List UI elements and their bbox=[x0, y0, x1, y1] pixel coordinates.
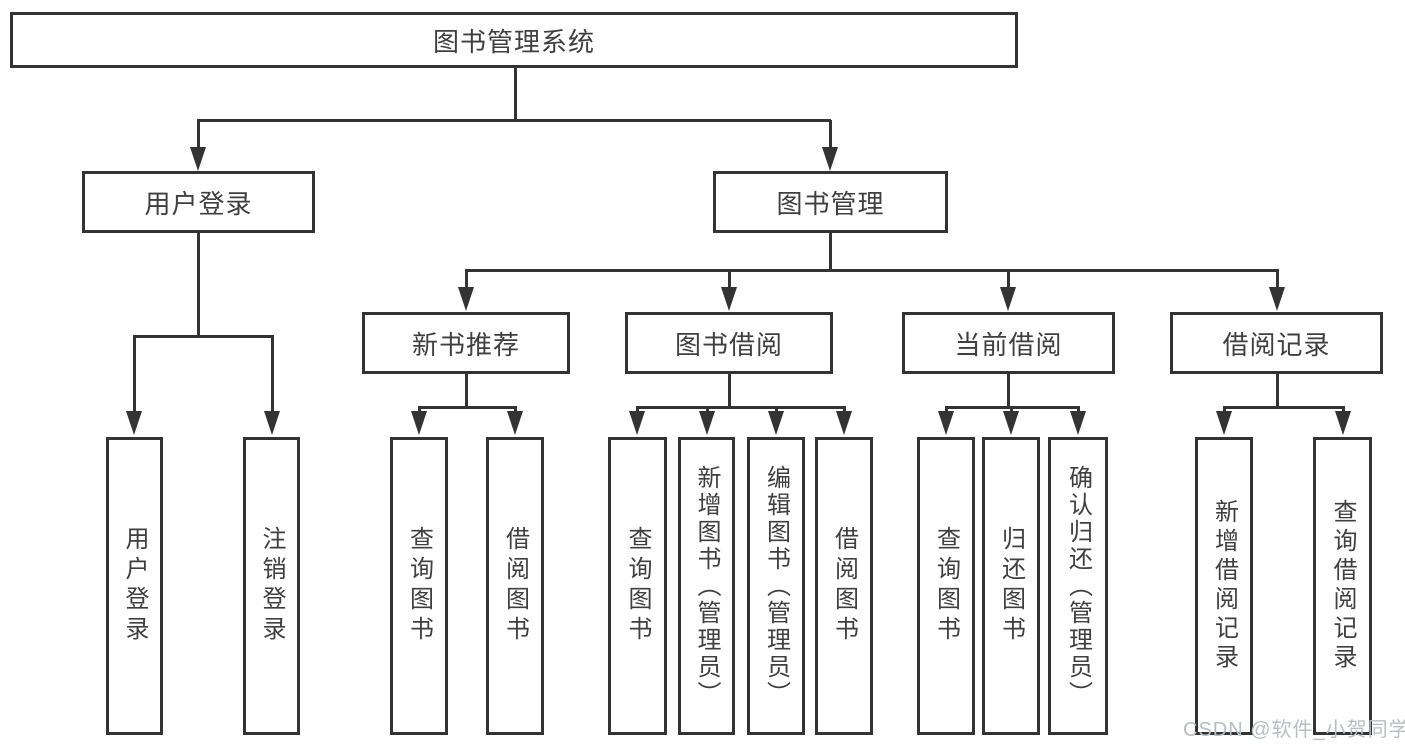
node-book-borrow: 图书借阅 bbox=[625, 312, 833, 374]
arrow-down-icon bbox=[768, 411, 784, 435]
connector-line-vertical bbox=[197, 120, 200, 150]
arrow-down-icon bbox=[507, 411, 523, 435]
leaf-borrow-add-books-admin: 新增图书（管理员） bbox=[678, 437, 735, 735]
node-book-management: 图书管理 bbox=[713, 171, 948, 233]
node-book-management-label: 图书管理 bbox=[776, 188, 885, 219]
node-new-book-recommend-label: 新书推荐 bbox=[411, 329, 520, 360]
leaf-borrow-add-books-admin-label: 新增图书（管理员） bbox=[693, 464, 720, 708]
leaf-newbook-borrow-books: 借阅图书 bbox=[486, 437, 544, 735]
leaf-records-add-record: 新增借阅记录 bbox=[1195, 437, 1253, 735]
leaf-current-return-books: 归还图书 bbox=[982, 437, 1040, 735]
arrow-down-icon bbox=[629, 411, 645, 435]
leaf-borrow-query-books: 查询图书 bbox=[608, 437, 667, 735]
node-user-login-label: 用户登录 bbox=[144, 188, 253, 219]
connector-line-vertical bbox=[775, 407, 778, 413]
node-new-book-recommend: 新书推荐 bbox=[362, 312, 570, 374]
leaf-records-add-record-label: 新增借阅记录 bbox=[1210, 499, 1238, 673]
leaf-user-login-label: 用户登录 bbox=[121, 526, 148, 646]
connector-line-vertical bbox=[728, 270, 731, 289]
connector-line-vertical bbox=[1007, 270, 1010, 289]
connector-line-vertical bbox=[829, 120, 832, 150]
connector-line-vertical bbox=[636, 407, 639, 413]
leaf-logout: 注销登录 bbox=[243, 437, 300, 735]
arrow-down-icon bbox=[264, 411, 280, 435]
leaf-newbook-borrow-books-label: 借阅图书 bbox=[501, 526, 529, 646]
arrow-down-icon bbox=[1216, 411, 1232, 435]
connector-line-vertical bbox=[1223, 407, 1226, 413]
connector-line-vertical bbox=[1276, 374, 1279, 408]
connector-line-horizontal bbox=[636, 406, 846, 409]
arrow-down-icon bbox=[938, 411, 954, 435]
arrow-down-icon bbox=[822, 147, 838, 171]
connector-line-vertical bbox=[465, 374, 468, 408]
arrow-down-icon bbox=[1070, 411, 1086, 435]
connector-line-horizontal bbox=[197, 119, 831, 122]
leaf-logout-label: 注销登录 bbox=[258, 526, 285, 646]
leaf-borrow-edit-books-admin: 编辑图书（管理员） bbox=[747, 437, 805, 735]
connector-line-vertical bbox=[1276, 270, 1279, 289]
arrow-down-icon bbox=[699, 411, 715, 435]
arrow-down-icon bbox=[1003, 411, 1019, 435]
connector-line-vertical bbox=[1007, 374, 1010, 408]
arrow-down-icon bbox=[721, 287, 737, 311]
csdn-watermark: CSDN @软件_小贺同学 bbox=[1183, 719, 1405, 741]
leaf-records-query-record-label: 查询借阅记录 bbox=[1329, 499, 1356, 673]
connector-line-vertical bbox=[829, 231, 832, 271]
connector-line-vertical bbox=[843, 407, 846, 413]
arrow-down-icon bbox=[1335, 411, 1351, 435]
connector-line-vertical bbox=[418, 407, 421, 413]
connector-line-horizontal bbox=[1223, 406, 1345, 409]
leaf-records-query-record: 查询借阅记录 bbox=[1313, 437, 1372, 735]
connector-line-vertical bbox=[514, 407, 517, 413]
arrow-down-icon bbox=[190, 147, 206, 171]
leaf-user-login: 用户登录 bbox=[106, 437, 163, 735]
node-borrow-records: 借阅记录 bbox=[1170, 312, 1383, 374]
leaf-newbook-query-books: 查询图书 bbox=[390, 437, 448, 735]
node-current-borrow: 当前借阅 bbox=[902, 312, 1115, 374]
connector-line-vertical bbox=[271, 336, 274, 412]
connector-line-vertical bbox=[1010, 407, 1013, 413]
leaf-current-confirm-return-admin-label: 确认归还（管理员） bbox=[1064, 464, 1092, 708]
arrow-down-icon bbox=[458, 287, 474, 311]
node-current-borrow-label: 当前借阅 bbox=[954, 329, 1063, 360]
arrow-down-icon bbox=[1000, 287, 1016, 311]
node-root: 图书管理系统 bbox=[10, 12, 1018, 68]
leaf-newbook-query-books-label: 查询图书 bbox=[405, 526, 433, 646]
leaf-borrow-borrow-books-label: 借阅图书 bbox=[830, 526, 858, 646]
connector-line-vertical bbox=[133, 336, 136, 412]
connector-line-vertical bbox=[1342, 407, 1345, 413]
node-user-login: 用户登录 bbox=[82, 171, 315, 233]
arrow-down-icon bbox=[411, 411, 427, 435]
arrow-down-icon bbox=[126, 411, 142, 435]
leaf-current-confirm-return-admin: 确认归还（管理员） bbox=[1048, 437, 1108, 735]
connector-line-vertical bbox=[945, 407, 948, 413]
node-borrow-records-label: 借阅记录 bbox=[1222, 329, 1331, 360]
connector-line-vertical bbox=[1077, 407, 1080, 413]
connector-line-vertical bbox=[465, 270, 468, 289]
connector-line-horizontal bbox=[133, 335, 274, 338]
arrow-down-icon bbox=[836, 411, 852, 435]
connector-line-vertical bbox=[514, 68, 517, 120]
connector-line-vertical bbox=[728, 374, 731, 408]
leaf-current-return-books-label: 归还图书 bbox=[997, 526, 1025, 646]
leaf-borrow-borrow-books: 借阅图书 bbox=[815, 437, 873, 735]
node-book-borrow-label: 图书借阅 bbox=[674, 329, 783, 360]
leaf-current-query-books-label: 查询图书 bbox=[932, 526, 960, 646]
leaf-borrow-query-books-label: 查询图书 bbox=[624, 526, 651, 646]
connector-line-vertical bbox=[197, 231, 200, 337]
connector-line-horizontal bbox=[418, 406, 517, 409]
connector-line-horizontal bbox=[465, 269, 1279, 272]
connector-line-vertical bbox=[706, 407, 709, 413]
leaf-borrow-edit-books-admin-label: 编辑图书（管理员） bbox=[762, 464, 790, 708]
node-root-label: 图书管理系统 bbox=[432, 26, 595, 57]
leaf-current-query-books: 查询图书 bbox=[917, 437, 975, 735]
arrow-down-icon bbox=[1269, 287, 1285, 311]
